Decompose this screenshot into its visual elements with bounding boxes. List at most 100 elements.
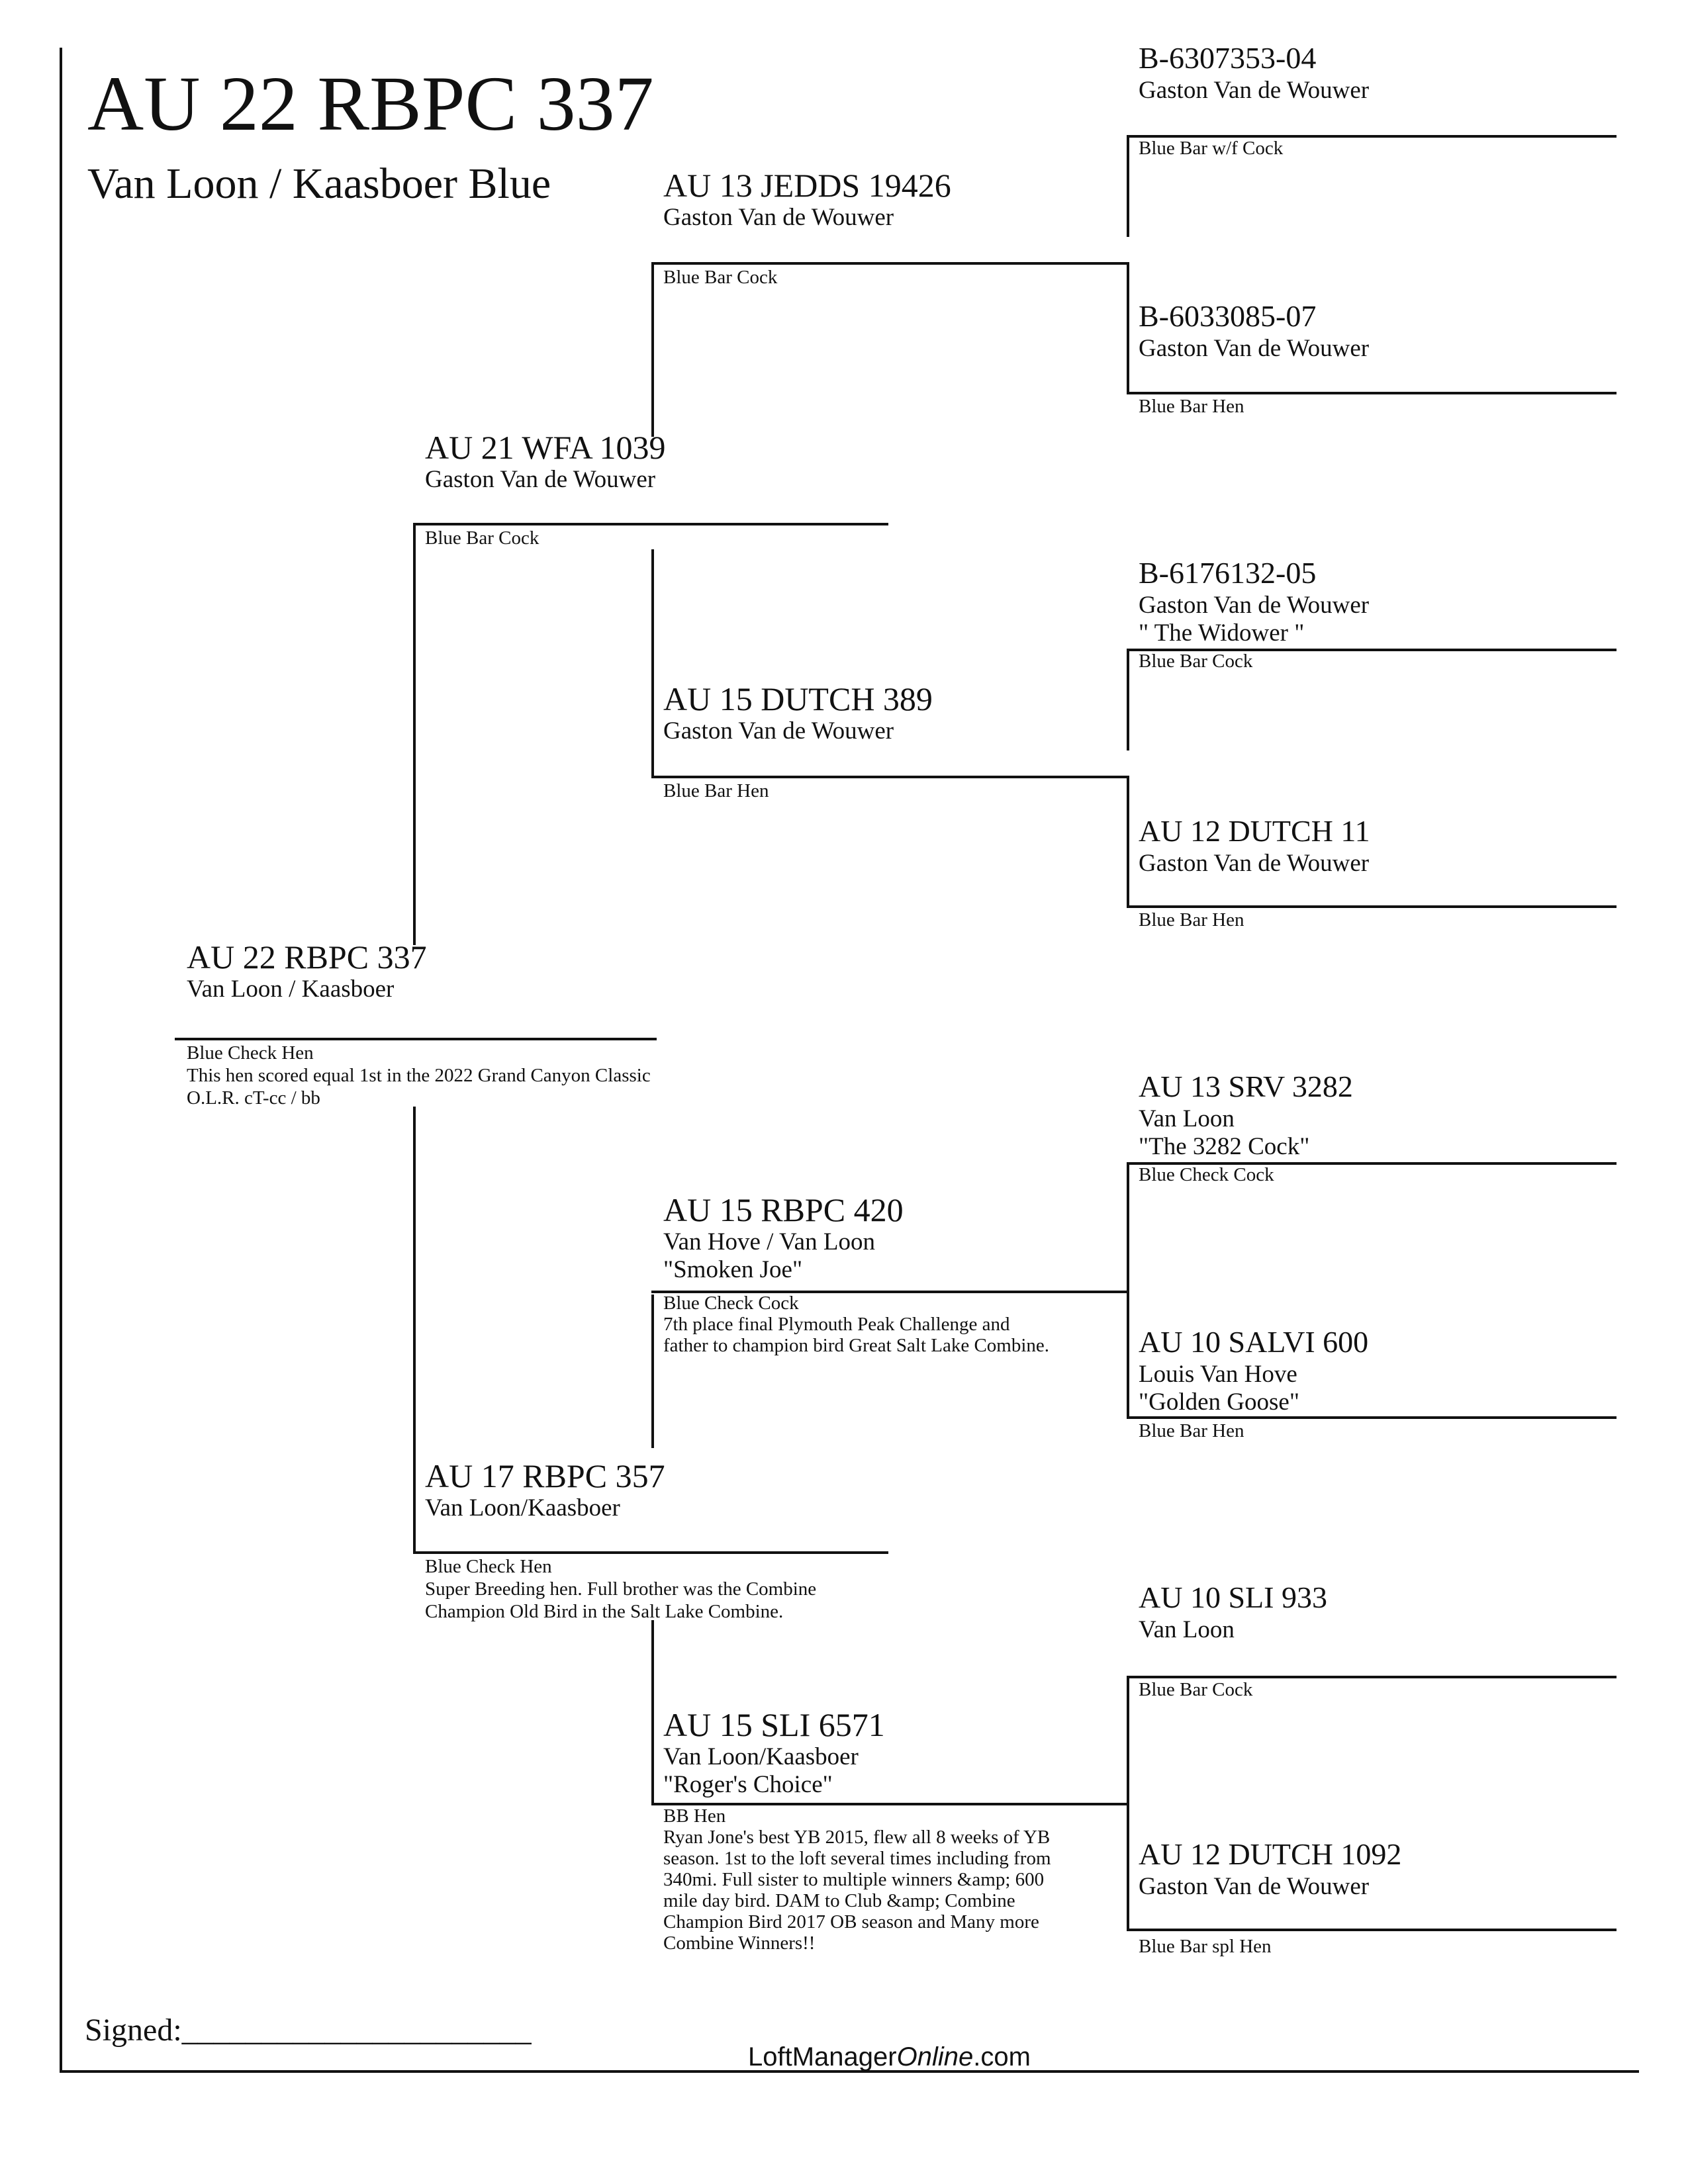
dam-sire-note: 7th place final Plymouth Peak Challenge … — [663, 1314, 1010, 1335]
sire-dam-color-sex: Blue Bar Hen — [663, 780, 769, 801]
dam-line — [413, 1551, 888, 1554]
gen4-breeder: Van Loon — [1139, 1105, 1235, 1132]
sire-connector-upper — [651, 262, 654, 437]
gen4-nickname: "The 3282 Cock" — [1139, 1133, 1310, 1160]
gen4-nickname: " The Widower " — [1139, 619, 1305, 647]
dam-dam-note: 340mi. Full sister to multiple winners &… — [663, 1869, 1045, 1890]
gen4-breeder: Gaston Van de Wouwer — [1139, 77, 1370, 104]
sire-line — [413, 523, 888, 525]
sire-sire-details: Blue Bar Cock — [663, 266, 777, 289]
gen4-color-sex: Blue Bar Hen — [1139, 396, 1244, 417]
dam-dam-breeder: Van Loon/Kaasboer — [663, 1743, 859, 1770]
page-bottom-border — [60, 2070, 1639, 2073]
dam-dam-note: season. 1st to the loft several times in… — [663, 1848, 1051, 1869]
gen4-line — [1127, 1416, 1617, 1419]
gen4-line — [1127, 1676, 1617, 1678]
gen4-connector — [1127, 1291, 1129, 1416]
gen4-block: AU 13 SRV 3282 Van Loon "The 3282 Cock" — [1139, 1068, 1353, 1161]
site-credit-prefix: LoftManager — [748, 2042, 897, 2071]
gen4-color-sex: Blue Bar Hen — [1139, 1420, 1244, 1441]
dam-sire-line — [651, 1291, 1128, 1293]
gen4-connector — [1127, 776, 1129, 905]
subject-breeder: Van Loon / Kaasboer — [187, 976, 395, 1003]
gen4-block: B-6033085-07 Gaston Van de Wouwer — [1139, 298, 1369, 363]
gen4-breeder: Gaston Van de Wouwer — [1139, 335, 1370, 362]
dam-connector-upper — [651, 1295, 654, 1448]
sire-connector-lower — [651, 549, 654, 777]
gen4-block: AU 12 DUTCH 1092 Gaston Van de Wouwer — [1139, 1836, 1401, 1901]
dam-dam-band: AU 15 SLI 6571 — [663, 1706, 885, 1743]
page-left-border — [60, 48, 62, 2073]
gen4-breeder: Van Loon — [1139, 1616, 1235, 1643]
subject-line — [175, 1038, 657, 1040]
sire-dam-details: Blue Bar Hen — [663, 780, 769, 802]
sire-dam-line — [651, 776, 1128, 778]
gen4-block: AU 10 SLI 933 Van Loon — [1139, 1579, 1327, 1644]
gen4-connector — [1127, 649, 1129, 751]
dam-dam-note: Champion Bird 2017 OB season and Many mo… — [663, 1911, 1039, 1933]
dam-color-sex: Blue Check Hen — [425, 1556, 552, 1577]
gen4-band: B-6176132-05 — [1139, 556, 1317, 590]
sire-sire-band: AU 13 JEDDS 19426 — [663, 167, 951, 204]
sire-sire-block: AU 13 JEDDS 19426 Gaston Van de Wouwer — [663, 167, 951, 232]
gen4-breeder: Gaston Van de Wouwer — [1139, 592, 1370, 619]
gen4-block: AU 12 DUTCH 11 Gaston Van de Wouwer — [1139, 813, 1370, 878]
sire-sire-line — [651, 262, 1128, 265]
sire-dam-band: AU 15 DUTCH 389 — [663, 680, 933, 717]
subject-band: AU 22 RBPC 337 — [187, 938, 427, 976]
dam-band: AU 17 RBPC 357 — [425, 1457, 665, 1494]
gen4-color-sex: Blue Bar Hen — [1139, 909, 1244, 931]
gen4-band: AU 10 SALVI 600 — [1139, 1325, 1369, 1359]
sire-dam-block: AU 15 DUTCH 389 Gaston Van de Wouwer — [663, 680, 933, 745]
gen4-line — [1127, 135, 1617, 138]
gen4-connector — [1127, 135, 1129, 237]
gen4-band: AU 12 DUTCH 1092 — [1139, 1837, 1402, 1871]
dam-dam-details: BB Hen Ryan Jone's best YB 2015, flew al… — [663, 1805, 1051, 1954]
sire-color-sex: Blue Bar Cock — [425, 527, 539, 549]
page-title: AU 22 RBPC 337 — [87, 60, 654, 147]
gen4-color-sex: Blue Bar Cock — [1139, 1679, 1253, 1700]
gen4-block: B-6176132-05 Gaston Van de Wouwer " The … — [1139, 555, 1369, 647]
dam-dam-block: AU 15 SLI 6571 Van Loon/Kaasboer "Roger'… — [663, 1706, 885, 1799]
dam-dam-note: Ryan Jone's best YB 2015, flew all 8 wee… — [663, 1827, 1051, 1848]
dam-sire-nickname: "Smoken Joe" — [663, 1256, 803, 1283]
subject-note: This hen scored equal 1st in the 2022 Gr… — [187, 1065, 651, 1086]
gen4-color-sex: Blue Bar w/f Cock — [1139, 138, 1284, 159]
gen4-band: B-6307353-04 — [1139, 41, 1317, 75]
subject-details: Blue Check Hen This hen scored equal 1st… — [187, 1042, 651, 1109]
subject-connector-lower — [413, 1107, 416, 1551]
dam-sire-breeder: Van Hove / Van Loon — [663, 1228, 875, 1255]
gen4-connector — [1127, 1676, 1129, 1803]
dam-dam-color-sex: BB Hen — [663, 1805, 726, 1827]
gen4-breeder: Gaston Van de Wouwer — [1139, 850, 1370, 877]
gen4-line — [1127, 392, 1617, 394]
sire-sire-breeder: Gaston Van de Wouwer — [663, 204, 894, 231]
gen4-breeder: Louis Van Hove — [1139, 1361, 1297, 1388]
dam-dam-note: mile day bird. DAM to Club &amp; Combine — [663, 1890, 1015, 1911]
gen4-block: AU 10 SALVI 600 Louis Van Hove "Golden G… — [1139, 1324, 1368, 1416]
dam-connector-lower — [651, 1620, 654, 1803]
sire-band: AU 21 WFA 1039 — [425, 429, 666, 466]
dam-details: Blue Check Hen Super Breeding hen. Full … — [425, 1555, 816, 1623]
gen4-band: AU 13 SRV 3282 — [1139, 1069, 1353, 1103]
gen4-color-sex: Blue Check Cock — [1139, 1164, 1274, 1185]
sire-block: AU 21 WFA 1039 Gaston Van de Wouwer — [425, 429, 665, 494]
dam-sire-details: Blue Check Cock 7th place final Plymouth… — [663, 1293, 1049, 1356]
dam-sire-block: AU 15 RBPC 420 Van Hove / Van Loon "Smok… — [663, 1191, 904, 1284]
gen4-connector — [1127, 1803, 1129, 1929]
gen4-line — [1127, 1162, 1617, 1165]
subject-color-sex: Blue Check Hen — [187, 1042, 314, 1064]
dam-sire-band: AU 15 RBPC 420 — [663, 1191, 904, 1228]
dam-dam-note: Combine Winners!! — [663, 1933, 816, 1954]
sire-details: Blue Bar Cock — [425, 527, 539, 549]
gen4-block: B-6307353-04 Gaston Van de Wouwer — [1139, 40, 1369, 105]
sire-breeder: Gaston Van de Wouwer — [425, 466, 656, 493]
dam-note: Champion Old Bird in the Salt Lake Combi… — [425, 1601, 784, 1622]
site-credit-suffix: .com — [973, 2042, 1031, 2071]
gen4-line — [1127, 905, 1617, 908]
dam-dam-line — [651, 1803, 1128, 1805]
dam-breeder: Van Loon/Kaasboer — [425, 1494, 620, 1522]
gen4-breeder: Gaston Van de Wouwer — [1139, 1873, 1370, 1900]
page-subtitle: Van Loon / Kaasboer Blue — [87, 159, 551, 208]
signature-line: Signed:______________________ — [85, 2013, 532, 2048]
